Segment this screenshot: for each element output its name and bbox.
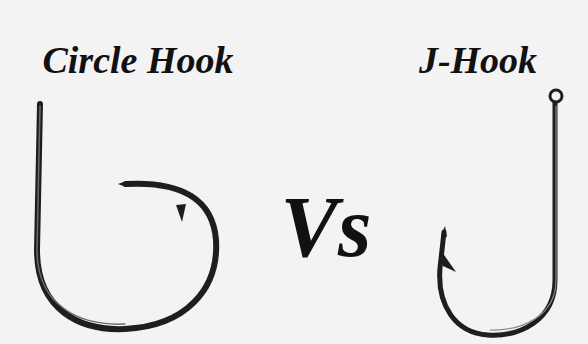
hook-name-holder: Circle Hook (42, 40, 233, 82)
j-hook-highlight (490, 106, 556, 330)
hook-name-holder: J-Hook (419, 40, 537, 82)
j-hook-point (441, 226, 447, 237)
hook-name: Circle Hook (42, 40, 233, 82)
circle-hook-barb (176, 204, 186, 222)
j-hook (440, 90, 562, 335)
j-hook-barb (442, 252, 456, 272)
versus-text-holder: Vs (281, 180, 372, 275)
circle-hook-body (37, 104, 216, 329)
j-hook-body (440, 103, 555, 335)
j-hook-eye (550, 90, 562, 102)
circle-hook-highlight (37, 106, 125, 324)
versus-text: Vs (281, 180, 372, 275)
hook-name: J-Hook (419, 40, 537, 82)
circle-hook-point (118, 181, 126, 187)
circle-hook (37, 104, 216, 329)
